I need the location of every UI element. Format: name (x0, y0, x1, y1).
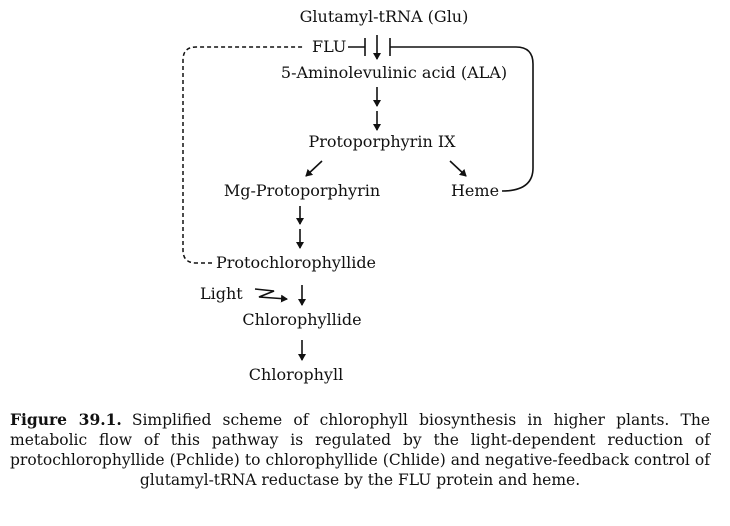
node-chlorophyllide: Chlorophyllide (242, 310, 361, 329)
figure-caption: Figure 39.1.Simplified scheme of chlorop… (10, 410, 710, 490)
figure-label: Figure 39.1. (10, 410, 122, 429)
node-flu: FLU (312, 37, 346, 56)
node-heme: Heme (451, 181, 499, 200)
node-ala: 5-Aminolevulinic acid (ALA) (281, 63, 507, 82)
arrow-protoporphyrin-to-heme (449, 160, 467, 177)
node-glutamyl-trna: Glutamyl-tRNA (Glu) (300, 7, 469, 26)
pathway-diagram: Glutamyl-tRNA (Glu) FLU 5-Aminolevulinic… (182, 7, 534, 384)
node-protochlorophyllide: Protochlorophyllide (216, 253, 376, 272)
heme-inhibition-symbol (389, 38, 410, 56)
flu-inhibition-symbol (348, 38, 366, 56)
arrow-protoporphyrin-to-mg (305, 160, 323, 177)
flu-feedback-dashed-path (182, 46, 305, 264)
heme-feedback-path (410, 46, 534, 192)
light-zigzag-arrow (254, 288, 288, 303)
node-protoporphyrin-ix: Protoporphyrin IX (308, 132, 456, 151)
node-mg-protoporphyrin: Mg-Protoporphyrin (224, 181, 380, 200)
node-light: Light (200, 284, 243, 303)
node-chlorophyll: Chlorophyll (249, 365, 343, 384)
caption-text: Simplified scheme of chlorophyll biosynt… (10, 411, 710, 489)
